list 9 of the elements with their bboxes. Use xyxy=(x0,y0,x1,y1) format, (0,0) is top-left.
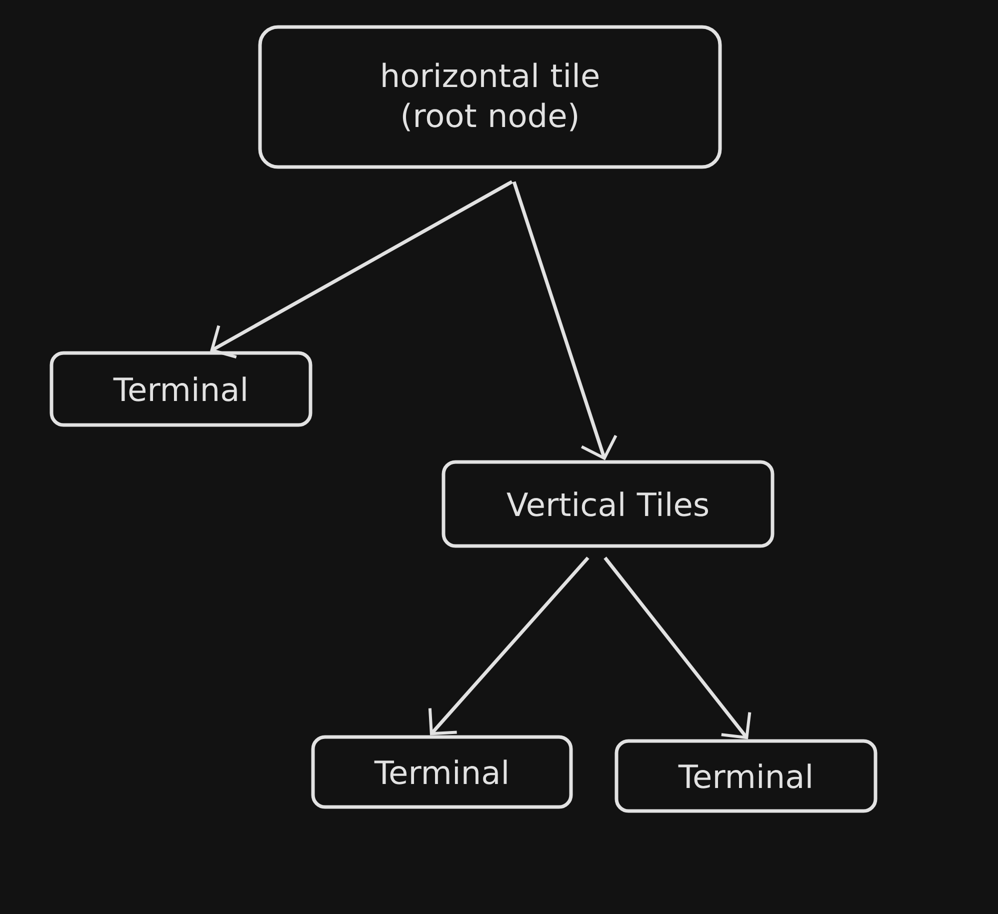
tile-box: Terminal xyxy=(311,735,573,809)
arrow xyxy=(512,181,618,460)
tile-box: Terminal xyxy=(614,739,878,813)
tile-box: horizontal tile (root node) xyxy=(258,25,722,169)
arrow xyxy=(428,556,590,736)
arrow xyxy=(604,556,752,740)
tile-box: Vertical Tiles xyxy=(442,460,774,548)
tile-box: Terminal xyxy=(50,351,312,427)
arrow xyxy=(210,180,513,359)
